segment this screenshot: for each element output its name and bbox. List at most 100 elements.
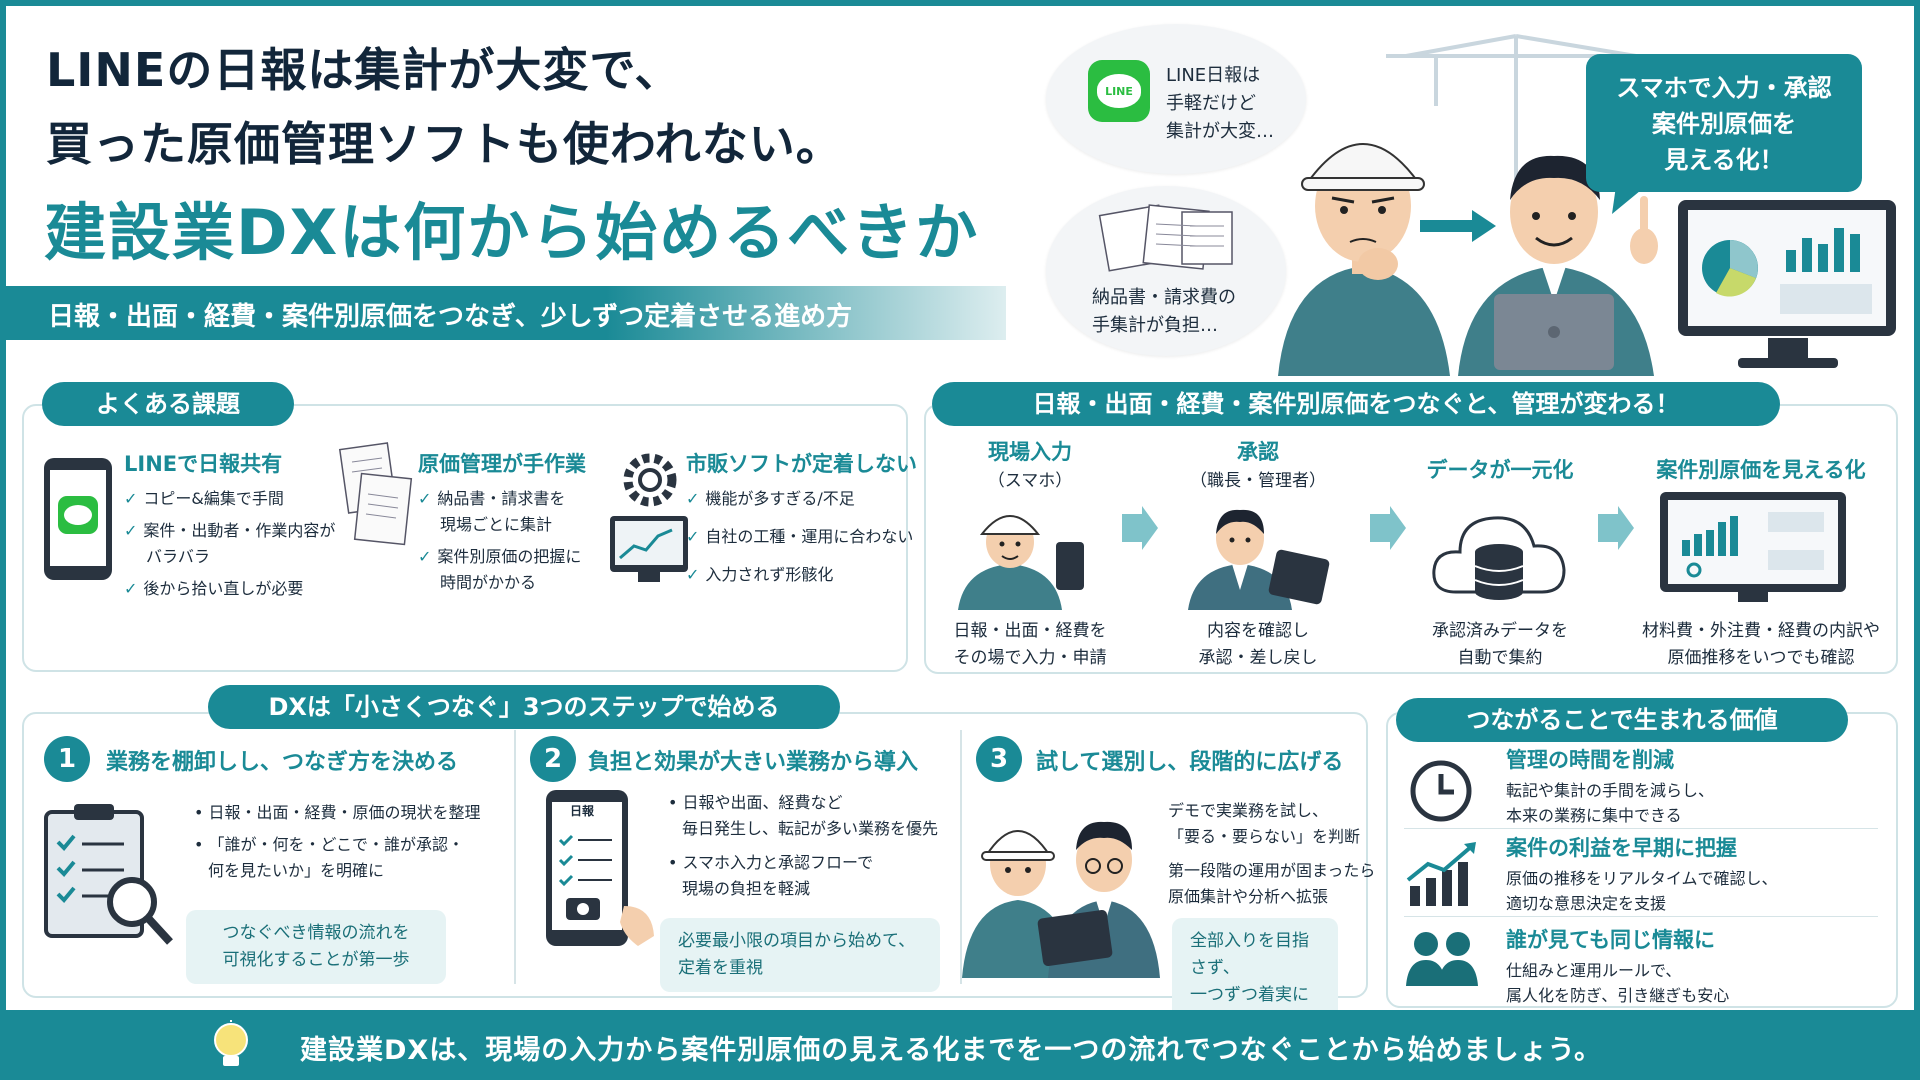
flow-arrow-icon (1370, 506, 1406, 550)
speech-tail-icon (1612, 186, 1646, 214)
subtitle-text: 日報・出面・経費・案件別原価をつなぎ、少しずつ定着させる進め方 (48, 302, 853, 332)
check-icon: ✓ (124, 489, 138, 508)
divider (960, 730, 962, 984)
flow-step-visualize: 案件別原価を見える化 (1630, 454, 1892, 484)
page-title: 建設業DXは何から始めるべきか (44, 196, 980, 269)
paperwork-icon (1098, 204, 1233, 272)
worker-phone-icon (958, 515, 1084, 610)
value-item: 管理の時間を削減 転記や集計の手間を減らし、 本来の業務に集中できる (1506, 744, 1714, 828)
flow-step-desc: 承認済みデータを 自動で集約 (1402, 618, 1598, 672)
flow-step-sub: （職長・管理者） (1190, 471, 1326, 491)
issue-item-cost: 原価管理が手作業 ✓納品書・請求書を 現場ごとに集計 ✓案件別原価の把握に 時間… (418, 448, 586, 596)
flow-desc-line: 承認済みデータを (1432, 621, 1568, 641)
step-point: 毎日発生し、転記が多い業務を優先 (682, 819, 939, 838)
step-points: デモで実業務を試し、 「要る・要らない」を判断 第一段階の運用が固まったら 原価… (1168, 798, 1375, 910)
check-icon: ✓ (418, 489, 432, 508)
issue-point: 現場ごとに集計 (440, 515, 553, 534)
flow-step-approve: 承認 （職長・管理者） (1158, 436, 1358, 491)
subtitle-bar: 日報・出面・経費・案件別原価をつなぎ、少しずつ定着させる進め方 (6, 286, 1006, 340)
manager-tablet-icon (1188, 509, 1330, 610)
flow-step-title: データが一元化 (1426, 458, 1574, 482)
step-number: 2 (530, 736, 576, 782)
happy-worker-illustration (1458, 155, 1658, 376)
flow-desc-line: 自動で集約 (1457, 648, 1543, 668)
clipboard-magnifier-icon (44, 804, 173, 945)
speech-line: スマホで入力・承認 (1616, 74, 1832, 102)
bullet-icon: • (194, 835, 209, 854)
flow-step-title: 現場入力 (988, 440, 1072, 464)
step-point: 原価集計や分析へ拡張 (1168, 887, 1329, 906)
infographic-canvas: LINEの日報は集計が大変で、 買った原価管理ソフトも使われない。 建設業DXは… (6, 6, 1914, 1010)
step-point: 何を見たいか」を明確に (208, 861, 385, 880)
line-logo-text: LINE (1097, 74, 1141, 108)
flow-step-desc: 日報・出面・経費を その場で入力・申請 (936, 618, 1124, 672)
line-app-icon: LINE (1088, 60, 1150, 122)
step-points: • 日報や出面、経費など 毎日発生し、転記が多い業務を優先 • スマホ入力と承認… (668, 790, 938, 902)
hero-line-2: 買った原価管理ソフトも使われない。 (46, 117, 843, 171)
phone-checklist-icon (546, 790, 654, 946)
flow-step-title: 案件別原価を見える化 (1656, 458, 1866, 482)
cloud-database-icon (1432, 516, 1566, 600)
clock-icon (1410, 760, 1472, 822)
flow-desc-line: 材料費・外注費・経費の内訳や (1642, 621, 1880, 641)
note-line: つなぐべき情報の流れを (222, 923, 410, 943)
phone-label: 日報 (569, 804, 594, 818)
issue-item-line: LINEで日報共有 ✓コピー&編集で手間 ✓案件・出動者・作業内容が バラバラ … (124, 448, 335, 602)
paper-bubble-text: 納品書・請求費の 手集計が負担… (1092, 284, 1236, 340)
step-note: つなぐべき情報の流れを 可視化することが第一歩 (186, 910, 446, 984)
issues-panel (22, 404, 908, 672)
step-point: 日報や出面、経費など (682, 793, 843, 812)
flow-arrow-icon (1598, 506, 1634, 550)
documents-icon (338, 442, 413, 546)
issue-item-software: 市販ソフトが定着しない ✓機能が多すぎる/不足 ✓自社の工種・運用に合わない ✓… (686, 448, 917, 588)
flow-step-sub: （スマホ） (987, 471, 1073, 491)
note-line: 一つずつ着実に (1190, 985, 1309, 1005)
note-line: 必要最小限の項目から始めて、 (678, 931, 916, 951)
step-title: 業務を棚卸しし、つなぎ方を決める (106, 750, 459, 775)
issue-title: 市販ソフトが定着しない (686, 452, 917, 476)
issue-point: 案件・出動者・作業内容が (143, 521, 336, 540)
growth-chart-icon (1406, 842, 1476, 906)
check-icon: ✓ (124, 521, 138, 540)
workers-tablet-icon (962, 821, 1160, 978)
step-point: 日報・出面・経費・原価の現状を整理 (208, 803, 481, 822)
line-bubble-text: LINE日報は 手軽だけど 集計が大変… (1166, 62, 1274, 146)
step-number: 1 (44, 736, 90, 782)
step-point: 「要る・要らない」を判断 (1168, 827, 1361, 846)
value-item: 案件の利益を早期に把握 原価の推移をリアルタイムで確認し、 適切な意思決定を支援 (1506, 832, 1778, 916)
speech-box: スマホで入力・承認 案件別原価を 見える化！ (1586, 54, 1862, 192)
value-desc: 原価の推移をリアルタイムで確認し、 (1506, 869, 1778, 888)
flow-step-desc: 材料費・外注費・経費の内訳や 原価推移をいつでも確認 (1630, 618, 1892, 672)
people-icon (1406, 932, 1478, 986)
flow-step-data: データが一元化 (1402, 454, 1598, 484)
step-note: 必要最小限の項目から始めて、 定着を重視 (660, 918, 940, 992)
bullet-icon: • (668, 793, 683, 812)
footer-banner: 建設業DXは、現場の入力から案件別原価の見える化までを一つの流れでつなぐことから… (0, 1010, 1920, 1080)
issue-title: LINEで日報共有 (124, 452, 283, 476)
gear-monitor-icon (610, 453, 688, 582)
value-desc: 適切な意思決定を支援 (1506, 894, 1667, 913)
flow-desc-line: 原価推移をいつでも確認 (1667, 648, 1855, 668)
arrow-right-icon (1420, 210, 1496, 242)
issue-point: 入力されず形骸化 (705, 565, 834, 584)
divider (1404, 828, 1878, 829)
line-bubble-line: 集計が大変… (1166, 121, 1274, 142)
flow-desc-line: 内容を確認し (1207, 621, 1309, 641)
dashboard-icon (1660, 492, 1846, 602)
flow-desc-line: その場で入力・申請 (953, 648, 1107, 668)
note-line: 定着を重視 (678, 958, 763, 978)
issues-label: よくある課題 (42, 382, 294, 426)
bullet-icon: • (668, 853, 683, 872)
lightbulb-icon (214, 1020, 248, 1066)
step-title: 負担と効果が大きい業務から導入 (588, 750, 919, 775)
speech-line: 案件別原価を (1652, 110, 1796, 138)
flow-desc-line: 日報・出面・経費を (953, 621, 1107, 641)
check-icon: ✓ (686, 527, 700, 546)
step-points: • 日報・出面・経費・原価の現状を整理 • 「誰が・何を・どこで・誰が承認・ 何… (194, 800, 481, 884)
line-bubble-line: LINE日報は (1166, 65, 1261, 86)
issue-title: 原価管理が手作業 (418, 452, 586, 476)
flow-step-desc: 内容を確認し 承認・差し戻し (1158, 618, 1358, 672)
issue-point: 後から拾い直しが必要 (143, 579, 304, 598)
value-title: 誰が見ても同じ情報に (1506, 928, 1715, 952)
bullet-icon: • (194, 803, 209, 822)
